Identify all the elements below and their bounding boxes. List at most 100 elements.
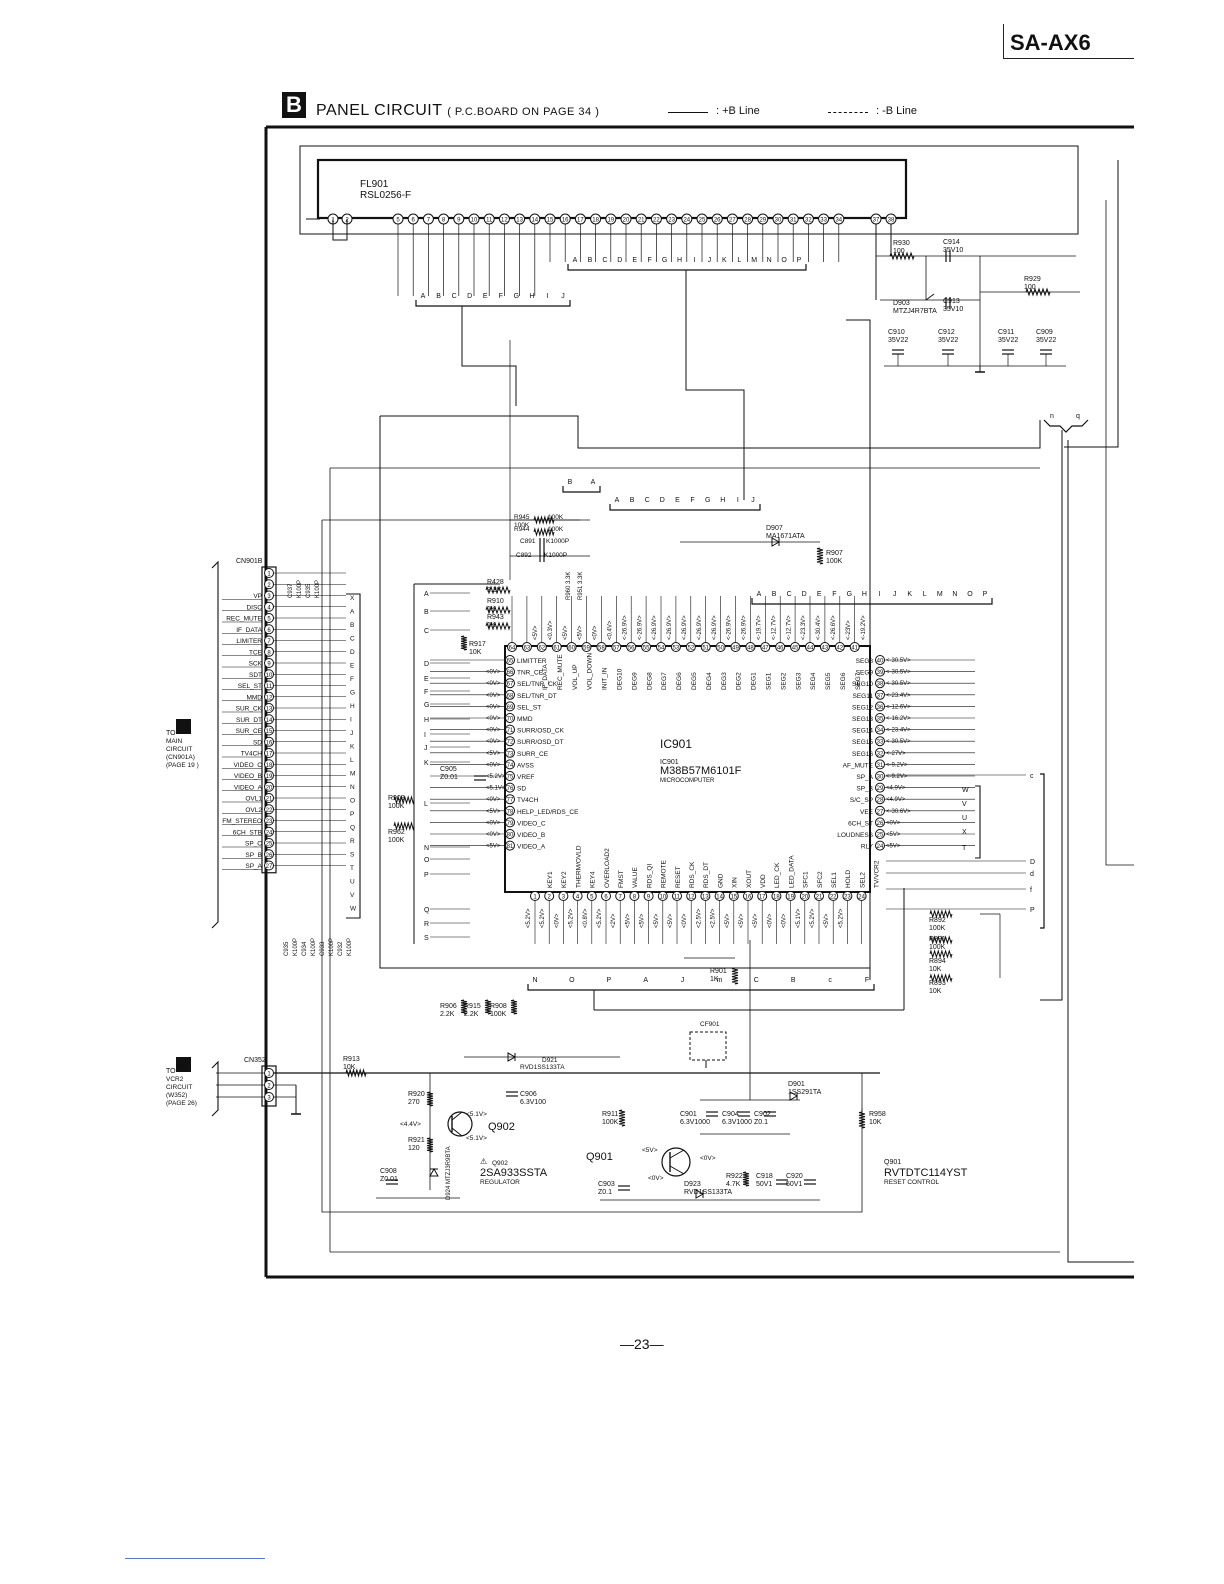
c914-ref: C914 — [943, 239, 960, 246]
ic901-pin-volt-24: <5V> — [886, 844, 901, 850]
ic901-bot-pin-7 — [615, 891, 626, 901]
d924-label: D924 MTZJ3R9BTA — [446, 1146, 452, 1200]
fl901-pin-8-num: 8 — [442, 218, 446, 224]
ic901-bot-name-7: RDS_QI — [646, 864, 653, 888]
ic901-top-pin-47-num: 47 — [762, 646, 769, 652]
cn901b-bus-R: R — [350, 838, 355, 845]
ic901-pin-name-77: TV4CH — [517, 797, 539, 804]
ic901-bot-pin-9-num: 9 — [647, 895, 651, 901]
cn901b-pin-7-num: 7 — [267, 639, 271, 645]
cn901b-cap-top-0: C937 — [288, 583, 294, 598]
fl901-pin-10-num: 10 — [471, 218, 478, 224]
ic901-bot-pin-23-num: 23 — [844, 895, 851, 901]
ic901-pin-76 — [505, 782, 515, 793]
ic901-pin-39-num: 39 — [877, 670, 884, 676]
fl901-pin-37-num: 37 — [873, 218, 880, 224]
ic901-bot-volt-8: <5V> — [640, 913, 646, 928]
fl901-pin-16-num: 16 — [562, 218, 569, 224]
display-bus-a-G: G — [514, 293, 519, 300]
display-bus-b-D: D — [617, 257, 622, 264]
fl901-pin-6-num: 6 — [412, 218, 416, 224]
legend-plus-b: : +B Line — [716, 105, 760, 117]
display-bus-b-K: K — [722, 257, 727, 264]
display-bus-b-F: F — [648, 257, 652, 264]
to-vcr2-text: TO — [166, 1068, 176, 1075]
fl901-gnd-bridge — [332, 234, 348, 241]
r892-ref: R892 — [929, 917, 946, 924]
ic901-pin-77 — [505, 794, 515, 805]
c910-ref: C910 — [888, 329, 905, 336]
ic-left-letter-F: F — [424, 689, 428, 696]
ic901-bot-pin-11 — [672, 891, 682, 901]
c902-val: Z0.1 — [754, 1119, 768, 1126]
model-rule — [1003, 24, 1134, 59]
ic901-bot-name-17: LED_DATA — [788, 855, 795, 888]
ic901-pin-volt-73: <5V> — [486, 751, 501, 757]
d901-val: 1SS291TA — [788, 1089, 822, 1096]
schematic-dynamic-layer: FL901RSL0256-F12567891011121314151617181… — [166, 179, 1089, 1201]
cn901b-cap-bot-0: C935 — [284, 941, 290, 956]
cn901b-bus-I: I — [350, 717, 352, 724]
ic901-top-name-7: DEG8 — [646, 672, 653, 690]
c903-ref: C903 — [598, 1181, 615, 1188]
to-main-line-1: CIRCUIT — [166, 746, 192, 753]
r943-val: 1K — [487, 622, 496, 629]
ic901-bot-volt-19: <5.1V> — [796, 908, 802, 928]
d924-body — [429, 1167, 439, 1177]
ic901-pin-74 — [505, 759, 515, 770]
cn901b-bus-bracket — [346, 593, 361, 919]
ic901-pin-name-66: TNR_CE — [517, 670, 544, 677]
cn901b-label-6: IF_DATA — [236, 627, 262, 634]
ic901-part: M38B57M6101F — [660, 765, 742, 777]
r894-val: 10K — [929, 966, 942, 973]
ic901-bot-volt-11: <0V> — [682, 913, 688, 928]
r892-body — [929, 909, 953, 919]
ic901-top-name-16: SEG2 — [780, 672, 787, 690]
cn901b-bus-K: K — [350, 744, 355, 751]
display-bus-b-O: O — [781, 257, 787, 264]
ic901-pin-29-num: 29 — [877, 786, 884, 792]
ic-top-bus-right-P: P — [983, 591, 988, 598]
r891-body — [929, 935, 953, 945]
q902-body — [447, 1111, 473, 1137]
r906-ref: R906 — [440, 1003, 457, 1010]
ic901-pin-volt-30: <-9.2V> — [886, 774, 908, 780]
ic-top-bus-right-L: L — [923, 591, 927, 598]
ic-left-letter-I: I — [424, 732, 426, 739]
ic901-pin-volt-29: <4.9V> — [886, 786, 906, 792]
display-bus-b — [567, 264, 807, 271]
r891-ref: R891 — [929, 936, 946, 943]
ic901-top-volt-5: <0.4V> — [608, 620, 614, 640]
ic901-bot-pin-15 — [728, 891, 739, 901]
display-bus-b-G: G — [662, 257, 667, 264]
ic901-pin-volt-81: <5V> — [486, 844, 501, 850]
cn901b-pin-12 — [264, 691, 274, 702]
fl901-pin-11-num: 11 — [486, 218, 493, 224]
cn901b-bus-S: S — [350, 852, 355, 859]
ic901-pin-name-32: SEG16 — [852, 751, 873, 758]
ic901-bot-pin-10 — [657, 891, 668, 901]
to-main-line-0: MAIN — [166, 738, 183, 745]
cn901b-cap-bot-4: C933 — [320, 941, 326, 956]
page-number: —23— — [620, 1336, 664, 1352]
ic901-pin-name-69: SEL_ST — [517, 704, 541, 711]
to-main-text: TO — [166, 730, 176, 737]
ic901-pin-72-num: 72 — [507, 740, 514, 746]
cn901b-pin-7 — [264, 635, 274, 646]
ic901-top-name-11: DEG4 — [706, 672, 713, 690]
fl901-pin-17-num: 17 — [577, 218, 584, 224]
cn901b-bus-B: B — [350, 622, 354, 629]
d901-ref: D901 — [788, 1081, 805, 1088]
ic-bottom-bus-N: N — [532, 977, 537, 984]
to-main-badge — [176, 719, 191, 734]
ic901-pin-volt-76: <5.1V> — [486, 786, 506, 792]
ic901-top-volt-15: <-19.7V> — [757, 615, 763, 640]
ic-top-bus-mid-E: E — [675, 497, 680, 504]
display-bus-a-J: J — [561, 293, 565, 300]
fl901-pin-19-num: 19 — [607, 218, 614, 224]
ic901-pin-name-31: AF_MUTE — [843, 762, 874, 769]
cn901b-cap-bot-2: C934 — [302, 941, 308, 956]
ic901-bot-pin-5-num: 5 — [590, 895, 594, 901]
cn901b-label-23: FM_STEREO — [222, 818, 262, 825]
r913-val: 10K — [343, 1064, 356, 1071]
